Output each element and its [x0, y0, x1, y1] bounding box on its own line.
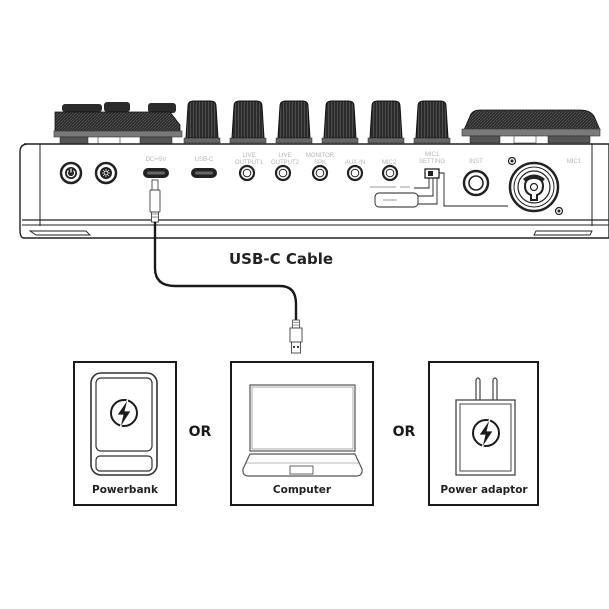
cable-label: USB-C Cable: [229, 250, 333, 268]
power-button: [59, 161, 83, 185]
option-label: Powerbank: [92, 484, 159, 496]
light-button: [94, 161, 118, 185]
label-mic2: MIC2: [382, 160, 397, 166]
knob: [413, 100, 451, 144]
inst-jack: [462, 169, 490, 197]
option-computer: Computer: [230, 361, 374, 506]
label-live-output1-top: LIVE: [242, 153, 255, 159]
label-usb-c: USB-C: [195, 157, 214, 163]
light-icon: [102, 169, 110, 177]
device-knobs: [53, 100, 601, 145]
lightning-icon: [110, 398, 138, 429]
label-live-output1-bottom: OUTPUT1: [235, 160, 264, 166]
mic1-xlr-combo-jack: [507, 156, 564, 216]
usb-c-cable: [149, 179, 303, 354]
knob: [321, 100, 359, 144]
laptop-icon: [242, 384, 363, 477]
lightning-icon: [472, 418, 500, 449]
monitor-spk-jack: [311, 164, 329, 182]
aux-in-jack: [346, 164, 364, 182]
option-powerbank: Powerbank: [73, 361, 177, 506]
label-mic1: MIC1: [567, 159, 582, 165]
or-separator: OR: [189, 424, 212, 440]
live-output2-jack: [274, 164, 292, 182]
left-dial: [53, 102, 183, 145]
dc-5v-usb-c-port: [143, 168, 169, 178]
power-adaptor-icon: [455, 377, 516, 476]
label-live-output2-top: LIVE: [278, 153, 291, 159]
label-mic1-setting-top: MIC1: [425, 152, 440, 158]
usb-c-port: [191, 168, 217, 178]
device-rear-panel: [19, 143, 609, 239]
label-inst: INST: [469, 159, 483, 165]
option-label: Computer: [273, 484, 332, 496]
or-separator: OR: [393, 424, 416, 440]
label-dc-5v: DC⎓5V: [146, 157, 167, 163]
label-live-output2-bottom: OUTPUT2: [271, 160, 300, 166]
label-monitor-bottom: SPK: [314, 160, 326, 166]
powerbank-icon: [90, 372, 158, 476]
label-monitor-top: MONITOR: [306, 153, 335, 159]
label-mic1-setting-bottom: SETTING: [419, 159, 445, 165]
knob: [229, 100, 267, 144]
mic2-jack: [381, 164, 399, 182]
mic1-setting-switch: [370, 168, 508, 208]
live-output1-jack: [238, 164, 256, 182]
option-label: Power adaptor: [440, 484, 528, 496]
knob: [367, 100, 405, 144]
option-power-adaptor: Power adaptor: [428, 361, 539, 506]
label-aux-in: AUX-IN: [345, 160, 365, 166]
power-icon: [66, 168, 76, 178]
knob: [183, 100, 221, 144]
right-dial: [461, 109, 601, 144]
knob: [275, 100, 313, 144]
